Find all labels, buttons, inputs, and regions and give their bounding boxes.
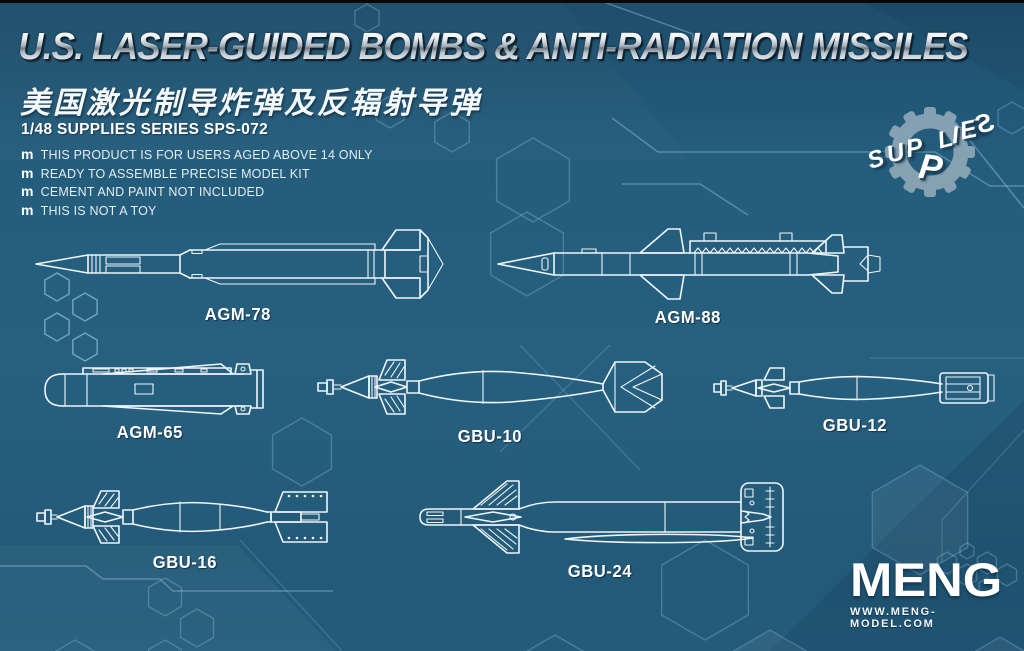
figure-label: GBU-16 [152,552,218,572]
note-item: m THIS IS NOT A TOY [21,203,373,222]
gbu-16-drawing [36,490,328,544]
figure-label: GBU-24 [567,561,633,581]
figure-gbu-16: GBU-16 [35,486,335,573]
figure-label: GBU-12 [822,415,887,435]
agm-65-drawing [44,363,264,415]
series-label: 1/48 SUPPLIES SERIES SPS-072 [21,121,269,138]
meng-website: WWW.MENG-MODEL.COM [850,606,937,630]
meng-bullet-icon: m [21,146,34,162]
figure-agm-88: AGM-88 [490,225,885,328]
note-item: m THIS PRODUCT IS FOR USERS AGED ABOVE 1… [21,147,373,166]
meng-bullet-icon: m [21,164,34,181]
supplies-badge: S U P P L I E S [852,98,1012,208]
supplies-letter: P [916,146,945,189]
gbu-10-drawing [317,359,663,415]
agm-78-drawing [35,229,444,299]
meng-bullet-icon: m [21,201,34,218]
figure-agm-78: AGM-78 [30,228,445,325]
gbu-12-drawing [713,367,995,409]
note-item: m CEMENT AND PAINT NOT INCLUDED [21,184,373,203]
figure-label: AGM-88 [654,307,721,327]
agm-88-drawing [497,228,881,300]
note-text: THIS IS NOT A TOY [40,203,157,218]
notes-list: m THIS PRODUCT IS FOR USERS AGED ABOVE 1… [21,147,373,221]
brand-block: MENG WWW.MENG-MODEL.COM [850,556,1020,630]
gbu-24-drawing [419,480,784,554]
page-title: U.S. LASER-GUIDED BOMBS & ANTI-RADIATION… [18,26,969,68]
gear-icon [885,107,975,197]
note-text: CEMENT AND PAINT NOT INCLUDED [40,185,265,199]
figure-agm-65: AGM-65 [35,360,265,443]
figure-label: AGM-78 [204,304,271,324]
note-text: THIS PRODUCT IS FOR USERS AGED ABOVE 14 … [40,148,373,162]
top-border [0,0,1024,3]
subtitle-chinese: 美国激光制导炸弹及反辐射导弹 [20,87,482,120]
meng-logo: MENG [850,553,1003,606]
note-text: READY TO ASSEMBLE PRECISE MODEL KIT [40,166,310,181]
figure-label: AGM-65 [116,422,184,442]
figure-gbu-24: GBU-24 [415,477,785,582]
figure-gbu-12: GBU-12 [712,365,997,436]
figure-gbu-10: GBU-10 [315,352,665,447]
figure-label: GBU-10 [457,426,523,446]
meng-bullet-icon: m [21,183,34,199]
note-item: m READY TO ASSEMBLE PRECISE MODEL KIT [21,166,373,185]
